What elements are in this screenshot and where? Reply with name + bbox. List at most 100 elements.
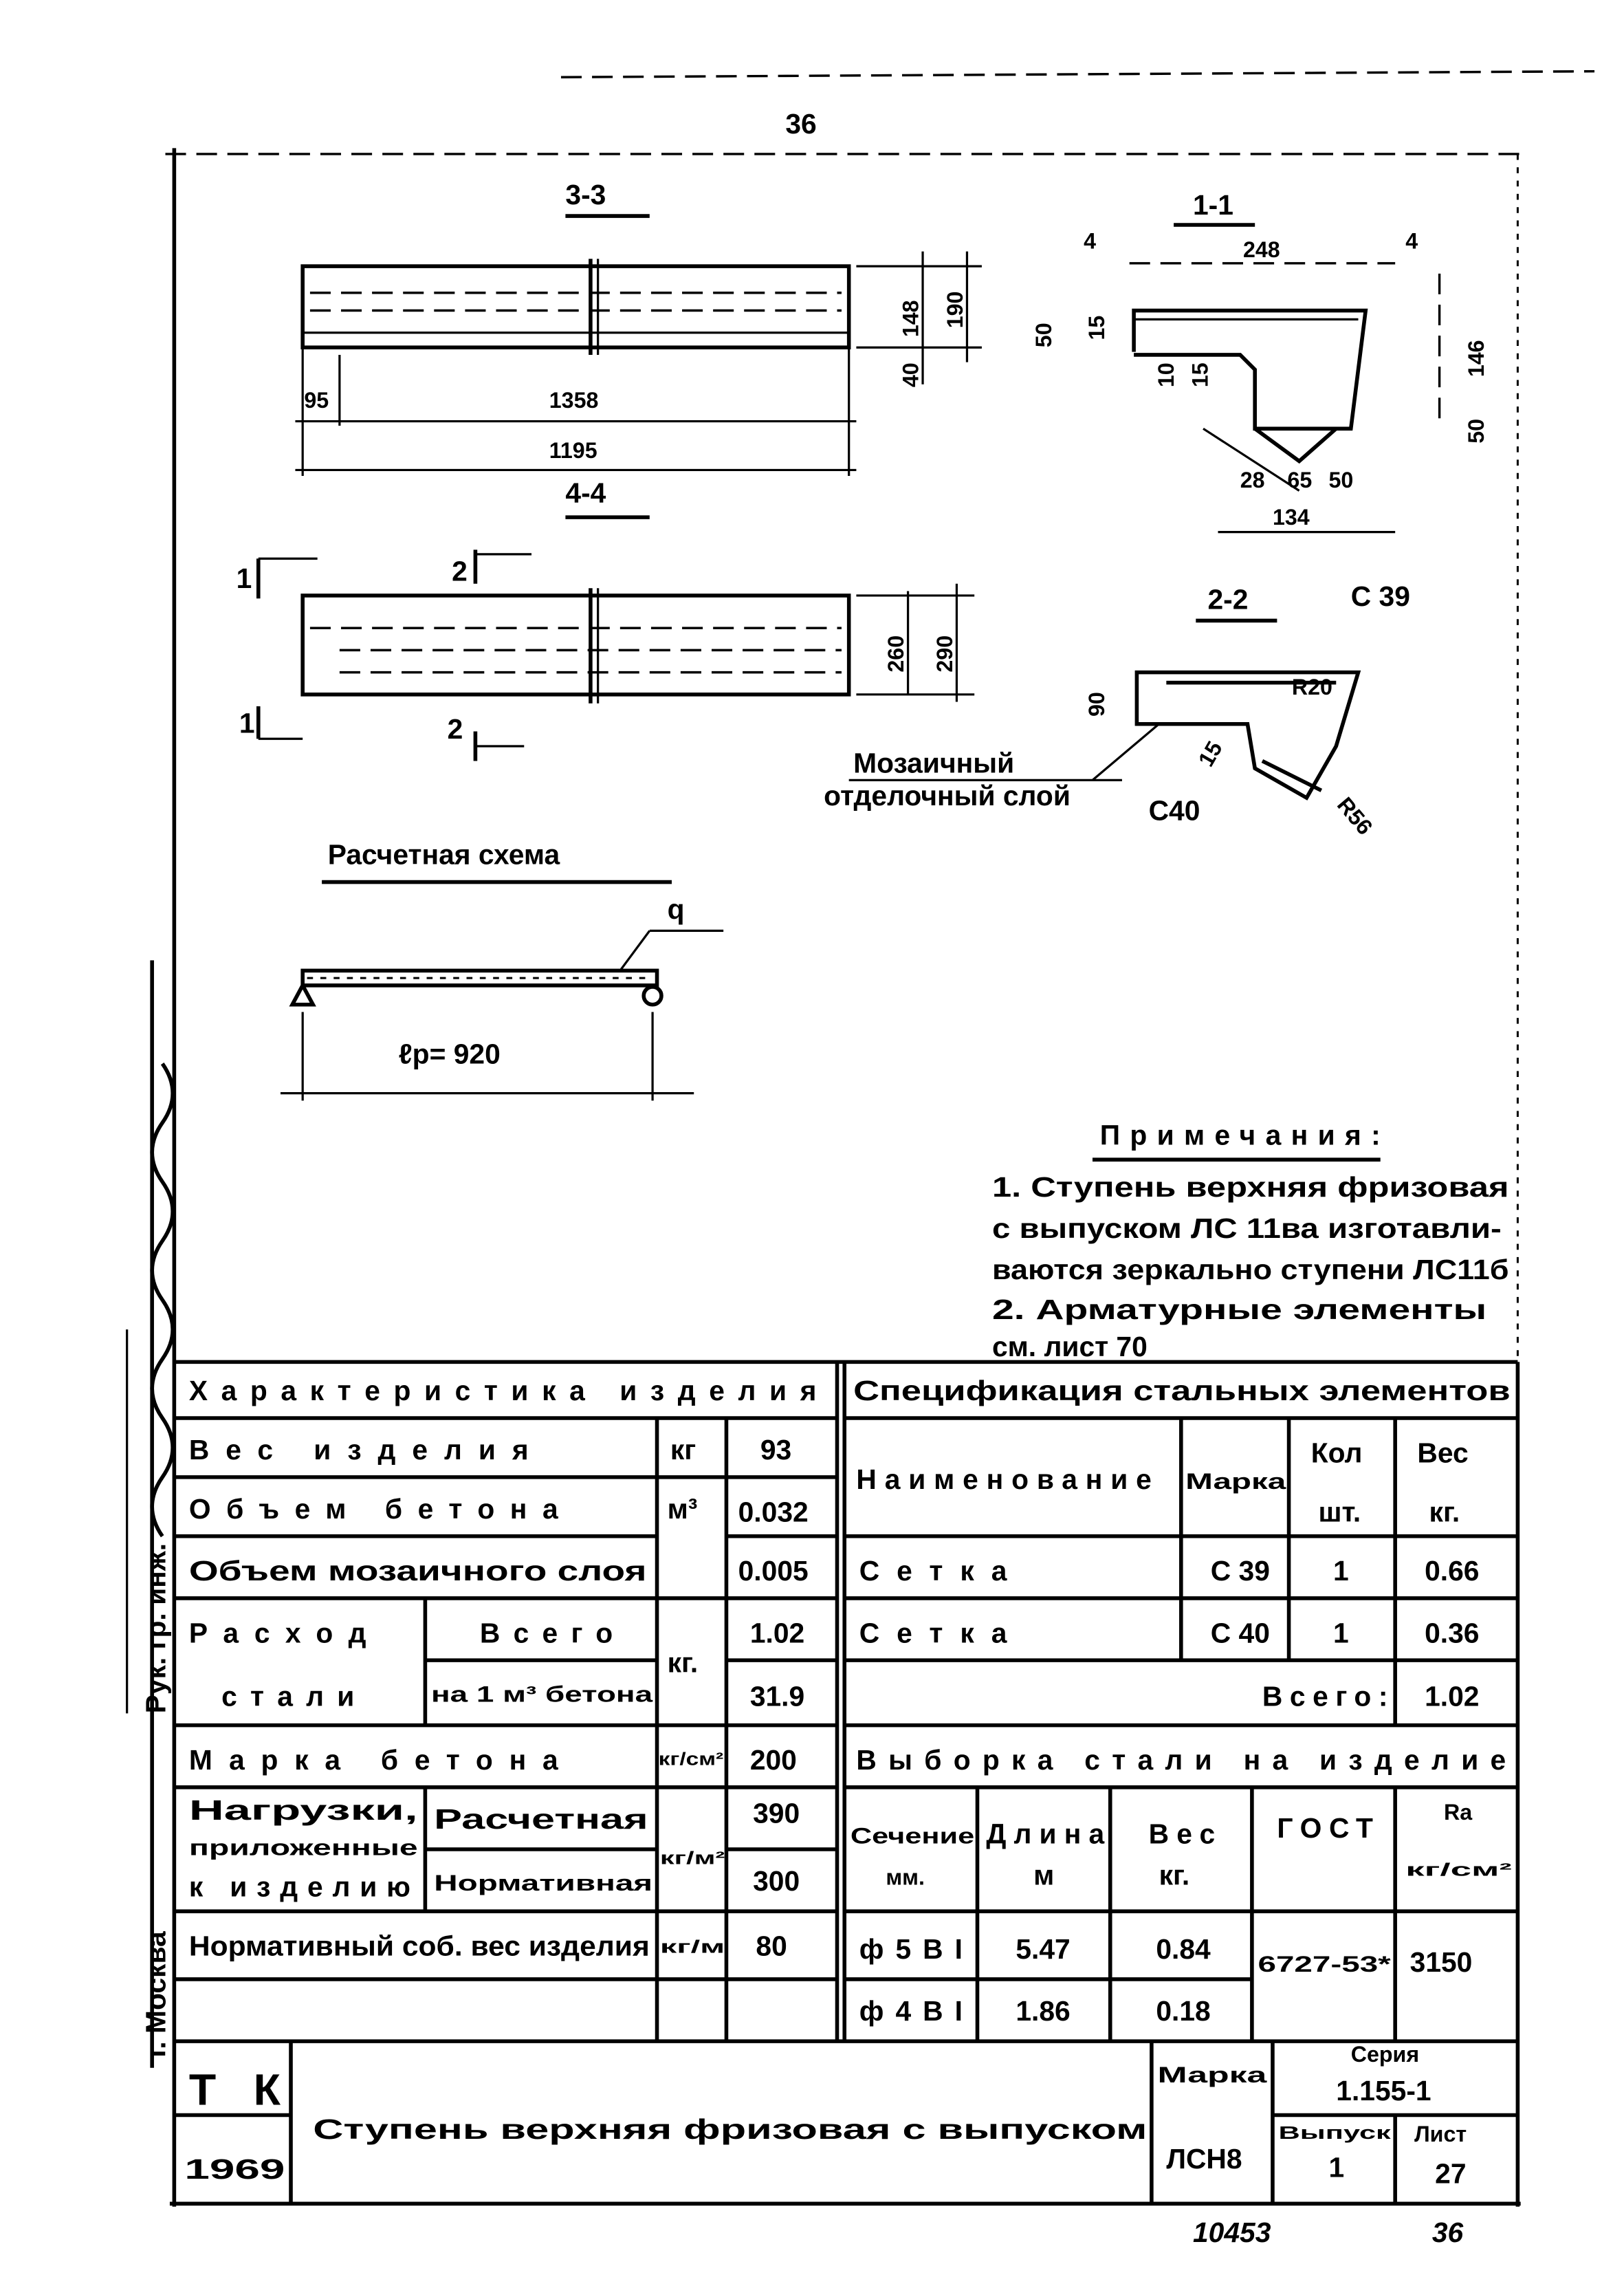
total-value: 1.02 <box>1425 1681 1479 1712</box>
dim-15: 15 <box>1187 362 1212 387</box>
cell-label: Нормативная <box>434 1871 652 1895</box>
dim-4: 4 <box>1405 228 1418 253</box>
dim-40: 40 <box>899 362 923 387</box>
section-4-4-label: 4-4 <box>565 477 606 509</box>
cell-label: Всего <box>480 1617 613 1648</box>
column-header: Марка <box>1185 1469 1287 1494</box>
dim-260: 260 <box>884 635 908 673</box>
section-marker: 2 <box>452 555 468 587</box>
calc-scheme-title: Расчетная схема <box>328 839 560 871</box>
finishing-layer-label: отделочный слой <box>824 780 1071 812</box>
section-3-3: 3-3 1358 1195 95 148 190 40 <box>295 179 982 477</box>
column-header: Вес <box>1417 1437 1468 1468</box>
dim-290: 290 <box>932 635 957 673</box>
cell-unit: м³ <box>668 1493 698 1525</box>
column-header: кг/см² <box>1405 1861 1512 1880</box>
dim-134: 134 <box>1273 505 1310 530</box>
cell-value: 93 <box>760 1434 791 1466</box>
column-header: шт. <box>1319 1496 1361 1527</box>
section-2-2-label: 2-2 <box>1207 583 1248 615</box>
cell-unit: кг. <box>668 1646 699 1678</box>
notes-title: Примечания: <box>1100 1120 1381 1151</box>
sheet-value: 27 <box>1435 2157 1466 2189</box>
section-marker: 2 <box>448 713 463 745</box>
table-cell: 1 <box>1333 1555 1349 1587</box>
dim-65: 65 <box>1287 468 1312 492</box>
table-cell: Сетка <box>859 1617 1007 1648</box>
calc-scheme: Расчетная схема q ℓp= 920 <box>280 839 724 1101</box>
table-cell: 5.47 <box>1016 1933 1070 1965</box>
table-cell: 0.66 <box>1425 1555 1479 1587</box>
mark-label: Марка <box>1157 2062 1268 2087</box>
cell-value: 200 <box>750 1744 797 1776</box>
column-header: ГОСТ <box>1277 1812 1373 1844</box>
column-header: Вес <box>1149 1818 1216 1849</box>
cell-value: 390 <box>753 1797 800 1829</box>
cell-label: на 1 м³ бетона <box>431 1681 654 1706</box>
table-cell: Сетка <box>859 1555 1007 1587</box>
load-bar <box>300 968 659 988</box>
dim-95: 95 <box>304 388 329 413</box>
cell-label: Нагрузки, <box>189 1794 418 1826</box>
side-role: Рук. гр. инж. <box>140 1543 171 1713</box>
cell-value: 1.02 <box>750 1617 804 1648</box>
note-line: 2. Арматурные элементы <box>992 1294 1486 1325</box>
sheet-label: Лист <box>1414 2122 1467 2146</box>
radius-r20: R20 <box>1292 675 1332 699</box>
mosaic-label: Мозаичный <box>853 748 1014 779</box>
dim-50: 50 <box>1464 419 1489 444</box>
cell-value: 31.9 <box>750 1681 804 1712</box>
cell-value: 0.032 <box>738 1496 809 1527</box>
scan-edge-line <box>560 69 1595 78</box>
dim-148: 148 <box>899 300 923 337</box>
sheet-frame <box>165 148 1521 2207</box>
year: 1969 <box>184 2153 285 2185</box>
note-line: 1. Ступень верхняя фризовая <box>992 1171 1509 1203</box>
table-cell: ф5ВI <box>859 1933 963 1965</box>
load-label: q <box>668 893 685 925</box>
pin-support-icon <box>289 981 316 1007</box>
table-cell: С 40 <box>1211 1617 1270 1648</box>
table-cell: 1 <box>1333 1617 1349 1648</box>
section-2-2: 2-2 С 39 R20 90 15 С40 R56 Мозаичный отд… <box>824 580 1410 840</box>
column-header: Наименование <box>856 1463 1151 1495</box>
column-header: Rа <box>1444 1800 1473 1825</box>
radius-r56: R56 <box>1332 792 1378 839</box>
dim-146: 146 <box>1464 340 1489 377</box>
dim-50: 50 <box>1031 323 1056 347</box>
dim-10: 10 <box>1154 362 1178 387</box>
table-cell: С 39 <box>1211 1555 1270 1587</box>
column-header: Сечение <box>851 1823 974 1848</box>
dim-248: 248 <box>1243 237 1280 262</box>
cell-label: Расчетная <box>434 1803 648 1835</box>
side-city: т. Москва <box>140 1931 171 2060</box>
title-block: ТК 1969 Ступень верхняя фризовая с выпус… <box>184 2042 1467 2189</box>
section-4-4: 4-4 260 290 1 1 2 2 <box>237 477 975 761</box>
dim-1195: 1195 <box>549 438 597 463</box>
gost-value: 6727-53* <box>1258 1952 1391 1977</box>
section-3-3-label: 3-3 <box>565 179 606 210</box>
dim-190: 190 <box>943 292 967 329</box>
table-cell: 0.84 <box>1156 1933 1211 1965</box>
dim-15: 15 <box>1084 316 1109 340</box>
table-grid <box>174 1360 1518 2204</box>
note-line: ваются зеркально ступени ЛС11б <box>992 1254 1509 1285</box>
footer-page-number: 36 <box>1432 2217 1464 2248</box>
dim-28: 28 <box>1240 468 1265 492</box>
column-header: Кол <box>1311 1437 1363 1468</box>
issue-value: 1 <box>1329 2152 1345 2184</box>
steel-selection-title: Выборка стали на изделие <box>856 1744 1506 1776</box>
mark-c40: С40 <box>1149 794 1200 826</box>
table-cell: 0.18 <box>1156 1995 1210 2027</box>
series-value: 1.155-1 <box>1336 2075 1431 2107</box>
span-label: ℓp= 920 <box>399 1038 501 1070</box>
side-signature <box>150 1063 175 1538</box>
side-stamp: т. Москва Рук. гр. инж. <box>126 960 175 2068</box>
dim-1358: 1358 <box>549 388 599 413</box>
column-header: кг. <box>1429 1496 1460 1527</box>
issue-label: Выпуск <box>1279 2124 1391 2143</box>
ro-value: 3150 <box>1410 1946 1473 1978</box>
cell-label: стали <box>221 1681 354 1712</box>
column-header: кг. <box>1159 1860 1190 1891</box>
section-marker: 1 <box>237 563 252 594</box>
